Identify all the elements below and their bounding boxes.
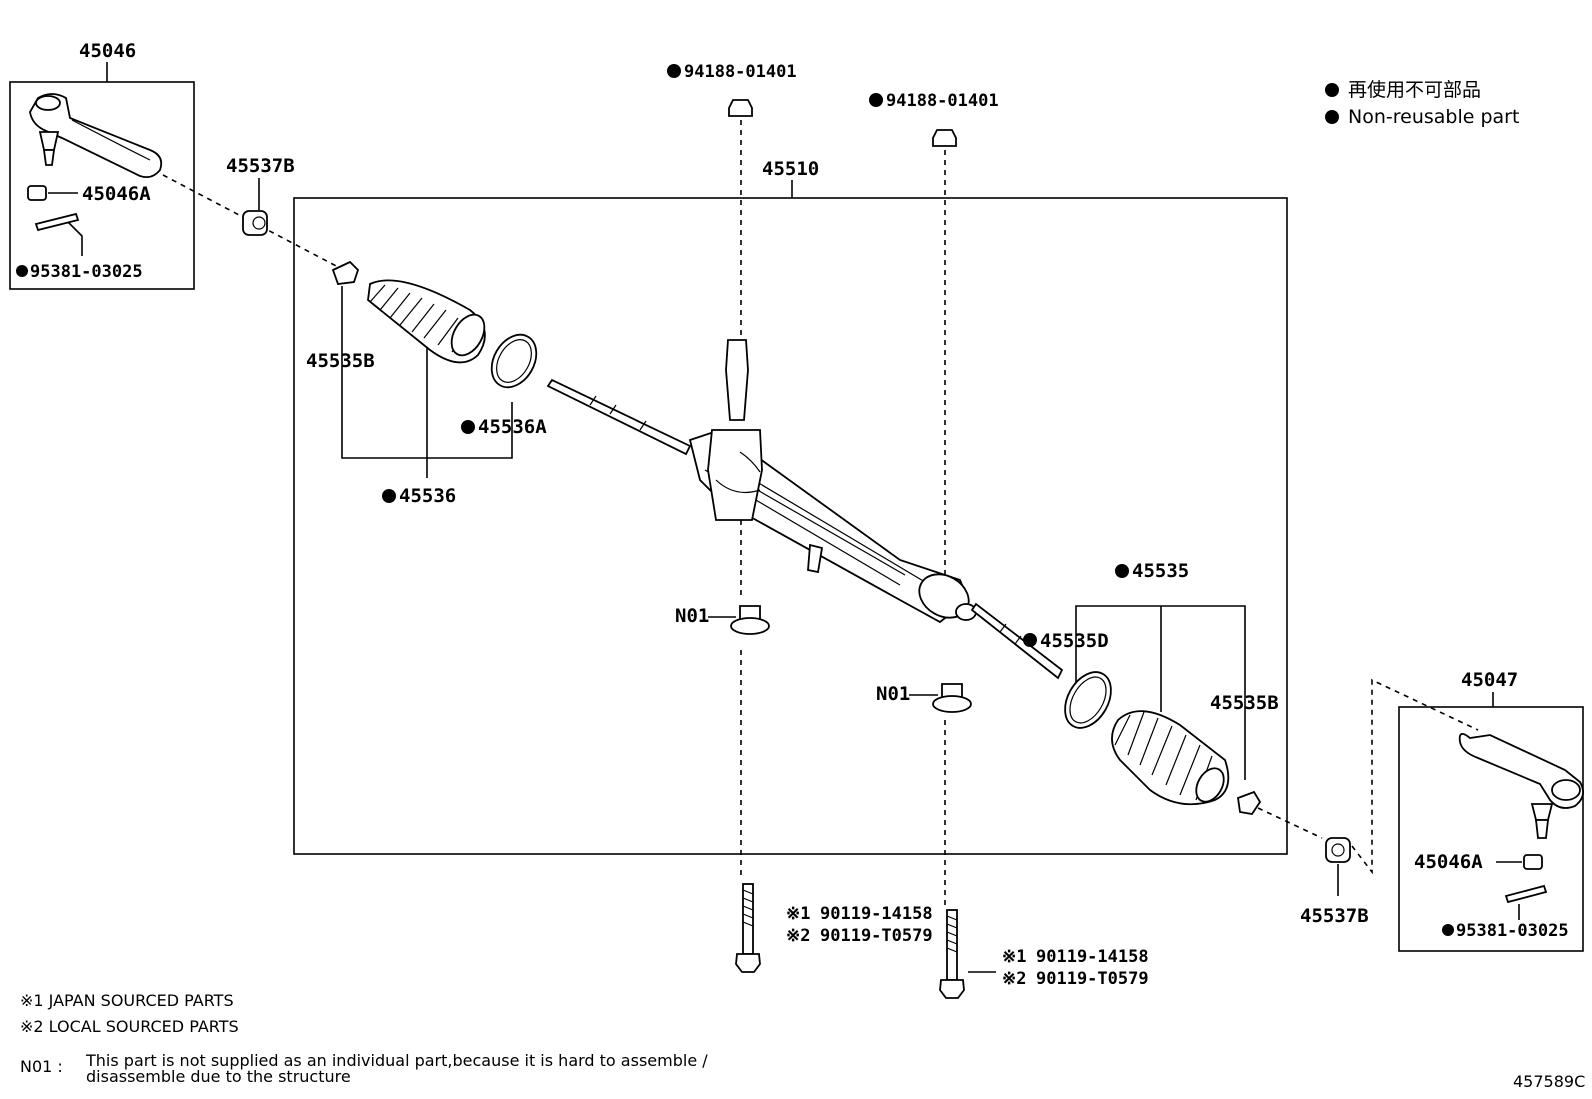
n01-note-label: N01 : bbox=[20, 1057, 63, 1076]
footnotes: ※1 JAPAN SOURCED PARTS ※2 LOCAL SOURCED … bbox=[20, 991, 708, 1086]
bolt-icon bbox=[735, 883, 761, 973]
non-reusable-bullet-icon bbox=[1325, 83, 1339, 97]
source-mark: ※1 bbox=[786, 904, 810, 924]
part-number-label: 45537B bbox=[226, 155, 295, 177]
bolt-icon bbox=[939, 909, 965, 999]
part-number-label: 45535D bbox=[1040, 630, 1109, 652]
local-sourced-note: ※2 LOCAL SOURCED PARTS bbox=[20, 1017, 239, 1036]
part-number-label: 45046 bbox=[79, 40, 136, 62]
non-reusable-bullet-icon bbox=[461, 420, 475, 434]
bolt-nut-a-group: 94188-01401 bbox=[667, 62, 797, 345]
cotter-pin-right-icon bbox=[1504, 884, 1548, 904]
non-reusable-bullet-icon bbox=[1442, 924, 1454, 936]
part-number-label: 45537B bbox=[1300, 905, 1369, 927]
nut-left-icon bbox=[27, 185, 47, 201]
left-tie-rod-end-group: 45046 45046A 95381-03025 bbox=[9, 40, 195, 290]
part-number-label: 90119-14158 bbox=[820, 904, 933, 924]
tie-rod-end-left-icon bbox=[29, 93, 163, 179]
n01-note-line2: disassemble due to the structure bbox=[86, 1067, 351, 1086]
part-number-label: 94188-01401 bbox=[684, 62, 797, 82]
part-number-label: 45536 bbox=[399, 485, 456, 507]
part-number-label: 45510 bbox=[762, 158, 819, 180]
non-reusable-bullet-icon bbox=[1115, 564, 1129, 578]
part-number-label: 90119-T0579 bbox=[820, 926, 933, 946]
tie-rod-end-right-icon bbox=[1458, 732, 1584, 839]
part-number-label: 45535B bbox=[1210, 692, 1279, 714]
flange-nut-icon bbox=[932, 129, 957, 147]
clip-left-icon bbox=[331, 260, 360, 285]
part-number-label: 45046A bbox=[1414, 851, 1483, 873]
part-number-label: 95381-03025 bbox=[30, 262, 143, 282]
non-reusable-bullet-icon bbox=[382, 489, 396, 503]
part-number-label: 95381-03025 bbox=[1456, 921, 1569, 941]
lock-nut-left-group: 45537B bbox=[226, 155, 295, 236]
part-number-label: 45046A bbox=[82, 183, 151, 205]
part-number-label: 45535 bbox=[1132, 560, 1189, 582]
left-tie-rod-end-box bbox=[9, 81, 195, 290]
part-number-label: 45047 bbox=[1461, 669, 1518, 691]
right-tie-rod-end-group: 45047 45046A 95381-03025 bbox=[1398, 669, 1584, 952]
boot-right-icon bbox=[1111, 710, 1230, 806]
assembly-axis bbox=[162, 174, 341, 269]
figure-id: 457589C bbox=[1513, 1072, 1585, 1091]
assembly-axis bbox=[1257, 807, 1323, 839]
clamp-left-icon bbox=[490, 333, 538, 389]
lock-nut-right-group: 45537B bbox=[1300, 837, 1369, 927]
bushing-a-group: N01 bbox=[675, 605, 770, 635]
legend-english-text: Non-reusable part bbox=[1348, 106, 1519, 128]
bushing-icon bbox=[932, 695, 972, 713]
bolt-b-group: ※1 90119-14158 ※2 90119-T0579 bbox=[939, 909, 1149, 999]
source-mark: ※1 bbox=[1002, 947, 1026, 967]
part-number-label: 90119-14158 bbox=[1036, 947, 1149, 967]
left-boot-group: 45535B 45536A 45536 bbox=[306, 260, 547, 507]
source-mark: ※2 bbox=[786, 926, 810, 946]
clip-right-icon bbox=[1237, 790, 1262, 815]
clamp-right-icon bbox=[1064, 671, 1112, 729]
right-tie-rod-end-box bbox=[1398, 706, 1584, 952]
legend-japanese-text: 再使用不可部品 bbox=[1348, 79, 1481, 101]
non-reusable-bullet-icon bbox=[667, 64, 681, 78]
bolt-nut-b-group: 94188-01401 bbox=[869, 91, 999, 575]
part-number-label: 90119-T0579 bbox=[1036, 969, 1149, 989]
non-reusable-bullet-icon bbox=[16, 265, 28, 277]
boot-left-icon bbox=[367, 279, 486, 364]
non-reusable-bullet-icon bbox=[1023, 633, 1037, 647]
source-mark: ※2 bbox=[1002, 969, 1026, 989]
right-boot-group: 45535 45535D 45535B bbox=[1023, 560, 1279, 815]
legend: 再使用不可部品 Non-reusable part bbox=[1325, 79, 1519, 128]
steering-rack-icon bbox=[546, 339, 1064, 680]
japan-sourced-note: ※1 JAPAN SOURCED PARTS bbox=[20, 991, 234, 1010]
non-reusable-bullet-icon bbox=[869, 93, 883, 107]
part-number-label: N01 bbox=[675, 605, 709, 627]
cotter-pin-left-icon bbox=[34, 212, 80, 232]
bolt-a-group: ※1 90119-14158 ※2 90119-T0579 bbox=[735, 883, 933, 973]
bushing-b-group: N01 bbox=[876, 683, 972, 713]
bushing-icon bbox=[730, 617, 770, 635]
lock-nut-right-icon bbox=[1325, 837, 1351, 863]
n01-note-line1: This part is not supplied as an individu… bbox=[85, 1051, 708, 1070]
part-number-label: 45536A bbox=[478, 416, 547, 438]
non-reusable-bullet-icon bbox=[1325, 110, 1339, 124]
part-number-label: N01 bbox=[876, 683, 910, 705]
lock-nut-left-icon bbox=[242, 210, 268, 236]
rack-assembly-box bbox=[293, 197, 1288, 855]
flange-nut-icon bbox=[728, 99, 753, 117]
nut-right-icon bbox=[1523, 854, 1543, 870]
part-number-label: 94188-01401 bbox=[886, 91, 999, 111]
part-number-label: 45535B bbox=[306, 350, 375, 372]
